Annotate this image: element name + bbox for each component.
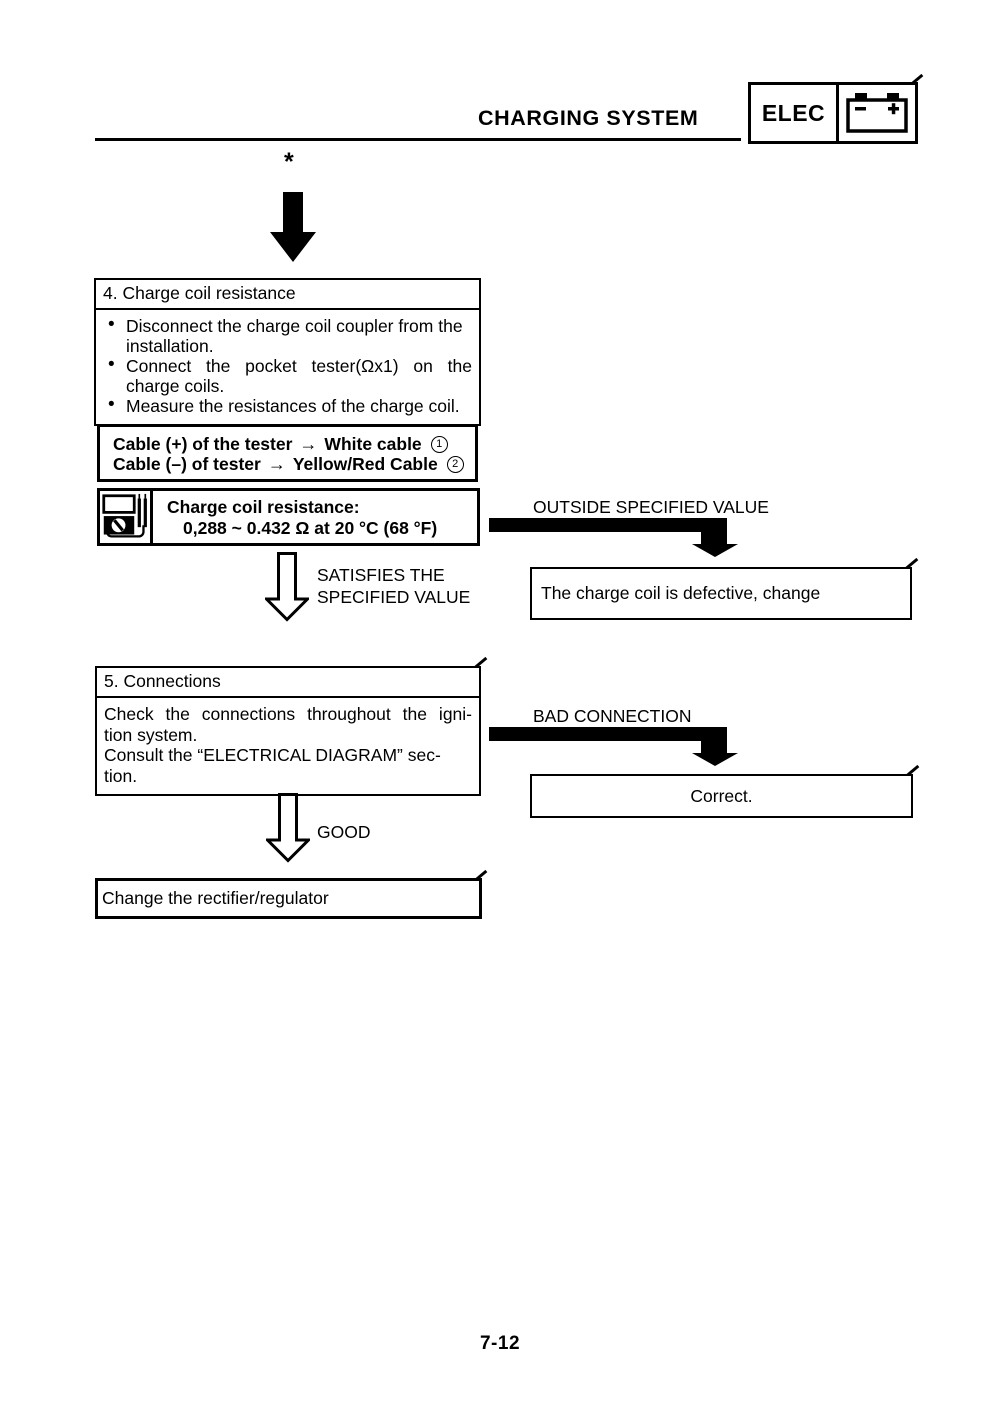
step5-body: Check the connections throughout the ign… — [97, 698, 479, 794]
battery-icon — [839, 85, 915, 141]
circled-number-1: 1 — [430, 435, 448, 453]
branch2-label: BAD CONNECTION — [533, 706, 692, 726]
battery-icon-svg — [846, 93, 908, 133]
hollow-down-arrow-icon — [266, 793, 310, 863]
bullet-line: charge coils. — [126, 376, 225, 396]
cable-target: White cable — [324, 434, 422, 454]
scan-corner-tick — [905, 557, 919, 570]
pass-line: SPECIFIED VALUE — [317, 587, 471, 607]
bullet-line: Connect the pocket tester(Ωx1) on the — [126, 356, 472, 376]
step4-box: 4. Charge coil resistance Disconnect the… — [94, 278, 481, 426]
flow-start-asterisk: * — [284, 148, 294, 176]
step4-bullet: Connect the pocket tester(Ωx1) on the ch… — [103, 355, 472, 396]
multimeter-icon-svg — [102, 493, 147, 538]
bullet-line: Disconnect the charge coil coupler from … — [126, 316, 463, 336]
arrow-right-icon: → — [267, 454, 286, 474]
right-angle-arrow-icon — [489, 727, 738, 766]
cable-row: Cable (+) of the tester → White cable 1 — [100, 434, 475, 454]
branch1-pass-label: SATISFIES THE SPECIFIED VALUE — [317, 564, 470, 608]
branch1-result-text: The charge coil is defective, change — [541, 583, 821, 603]
spec-text: Charge coil resistance: 0,288 ~ 0.432 Ω … — [153, 491, 477, 543]
section-tag-box: ELEC — [748, 73, 924, 144]
branch1-result-box: The charge coil is defective, change — [530, 557, 919, 620]
scan-corner-tick — [910, 73, 924, 86]
step5-title: 5. Connections — [97, 668, 479, 698]
branch1-label: OUTSIDE SPECIFIED VALUE — [533, 497, 769, 517]
step5-box: 5. Connections Check the connections thr… — [95, 656, 488, 796]
page-number: 7-12 — [479, 1333, 521, 1354]
branch2-result-text: Correct. — [690, 785, 753, 806]
cable-connection-box: Cable (+) of the tester → White cable 1 … — [97, 424, 478, 482]
final-action-box: Change the rectifier/regulator — [95, 869, 488, 919]
cable-target: Yellow/Red Cable — [292, 454, 438, 474]
branch2-pass-label: GOOD — [317, 822, 371, 842]
cable-label: Cable (–) of tester — [113, 454, 261, 474]
step5-line: Consult the “ELECTRICAL DIAGRAM” sec- — [104, 745, 441, 765]
bullet-line: installation. — [126, 336, 214, 356]
step5-line: tion. — [104, 765, 138, 786]
step5-line: tion system. — [104, 724, 198, 745]
step4-title: 4. Charge coil resistance — [96, 280, 479, 310]
spec-value: 0,288 ~ 0.432 Ω at 20 °C (68 °F) — [183, 518, 438, 538]
step4-bullet: Measure the resistances of the charge co… — [103, 395, 472, 416]
elec-label: ELEC — [751, 85, 839, 141]
cable-label: Cable (+) of the tester — [113, 434, 293, 454]
final-action-text: Change the rectifier/regulator — [102, 888, 329, 908]
header-rule — [95, 138, 741, 141]
step4-bullet: Disconnect the charge coil coupler from … — [103, 315, 472, 356]
down-arrow-icon — [270, 192, 316, 262]
scan-corner-tick — [474, 869, 488, 882]
bullet-line: Measure the resistances of the charge co… — [126, 396, 460, 416]
spec-label: Charge coil resistance: — [167, 497, 360, 517]
right-angle-arrow-icon — [489, 518, 738, 557]
spec-box: Charge coil resistance: 0,288 ~ 0.432 Ω … — [97, 488, 480, 546]
branch2-result-box: Correct. — [530, 764, 920, 818]
hollow-down-arrow-icon — [265, 552, 309, 622]
multimeter-icon — [100, 491, 153, 543]
step5-line: Check the connections throughout the ign… — [104, 704, 472, 724]
circled-number-2: 2 — [446, 455, 464, 473]
scan-corner-tick — [474, 656, 488, 669]
pass-line: SATISFIES THE — [317, 565, 445, 585]
scan-corner-tick — [906, 764, 920, 777]
page-title: CHARGING SYSTEM — [478, 106, 699, 130]
cable-row: Cable (–) of tester → Yellow/Red Cable 2 — [100, 454, 475, 474]
step4-body: Disconnect the charge coil coupler from … — [96, 310, 479, 424]
arrow-right-icon: → — [299, 434, 318, 454]
